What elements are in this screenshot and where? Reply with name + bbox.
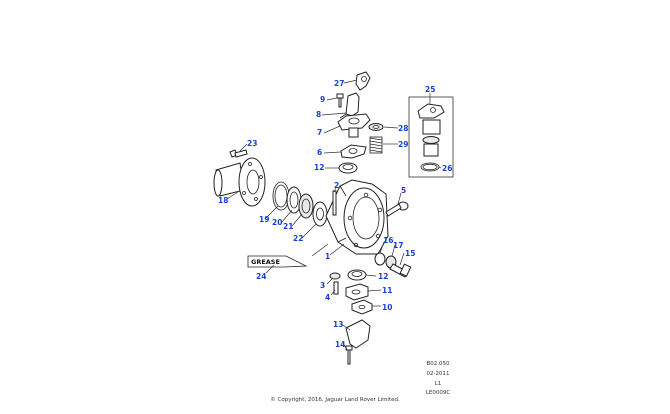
callout-22: 22 (293, 234, 303, 243)
callout-7: 7 (317, 128, 322, 137)
callout-11: 11 (382, 286, 392, 295)
grease-label-24: GREASE (247, 255, 308, 268)
part-12-lower (347, 269, 367, 281)
callout-24: 24 (256, 272, 266, 281)
callout-17: 17 (393, 241, 403, 250)
grease-text: GREASE (251, 258, 280, 266)
callout-1: 1 (325, 252, 330, 261)
callout-3: 3 (320, 281, 325, 290)
callout-27: 27 (334, 79, 344, 88)
callout-13: 13 (333, 320, 343, 329)
callout-12-upper: 12 (314, 163, 324, 172)
callout-23: 23 (247, 139, 257, 148)
part-16 (374, 252, 386, 266)
part-27 (355, 71, 371, 91)
ref-code: B02.050 (426, 361, 450, 367)
callout-10: 10 (382, 303, 392, 312)
callout-26: 26 (442, 164, 452, 173)
callout-29: 29 (398, 140, 408, 149)
callout-14: 14 (335, 340, 345, 349)
callout-6: 6 (317, 148, 322, 157)
part-11 (345, 283, 369, 301)
part-6 (340, 144, 367, 159)
part-1 (325, 179, 389, 255)
callout-28: 28 (398, 124, 408, 133)
illustration-id: LE0009C (425, 390, 451, 396)
part-28 (368, 123, 384, 131)
part-25 (417, 103, 445, 157)
part-10 (351, 299, 373, 315)
callout-4: 4 (325, 293, 330, 302)
callout-5: 5 (401, 186, 406, 195)
part-13 (345, 319, 371, 349)
part-12-upper (338, 162, 358, 174)
part-4 (333, 281, 339, 295)
part-2 (332, 190, 337, 216)
part-15 (389, 263, 412, 278)
callout-2: 2 (334, 181, 339, 190)
part-3 (329, 272, 341, 280)
part-26 (420, 162, 440, 172)
callout-15: 15 (405, 249, 415, 258)
callout-18: 18 (218, 196, 228, 205)
callout-12-lower: 12 (378, 272, 388, 281)
part-7 (337, 113, 371, 138)
callout-25: 25 (425, 85, 435, 94)
callout-16: 16 (383, 236, 393, 245)
callout-numbers: 27 9 8 7 6 12 2 5 23 18 19 20 21 22 1 16… (218, 79, 452, 349)
ref-level: L1 (434, 381, 442, 387)
callout-20: 20 (272, 218, 282, 227)
copyright-notice: © Copyright, 2016, Jaguar Land Rover Lim… (270, 397, 400, 403)
part-18 (213, 157, 266, 207)
part-5 (385, 201, 409, 217)
inset-box (408, 96, 454, 178)
part-22 (312, 201, 328, 227)
callout-9: 9 (320, 95, 325, 104)
part-8 (339, 92, 360, 119)
ref-date: 02-2011 (426, 371, 450, 377)
part-21 (298, 193, 314, 219)
part-19 (272, 181, 290, 211)
callout-19: 19 (259, 215, 269, 224)
callout-8: 8 (316, 110, 321, 119)
callout-21: 21 (283, 222, 293, 231)
part-9 (336, 93, 344, 108)
part-23 (229, 149, 248, 158)
leader-lines (226, 79, 442, 350)
part-29 (369, 136, 383, 154)
